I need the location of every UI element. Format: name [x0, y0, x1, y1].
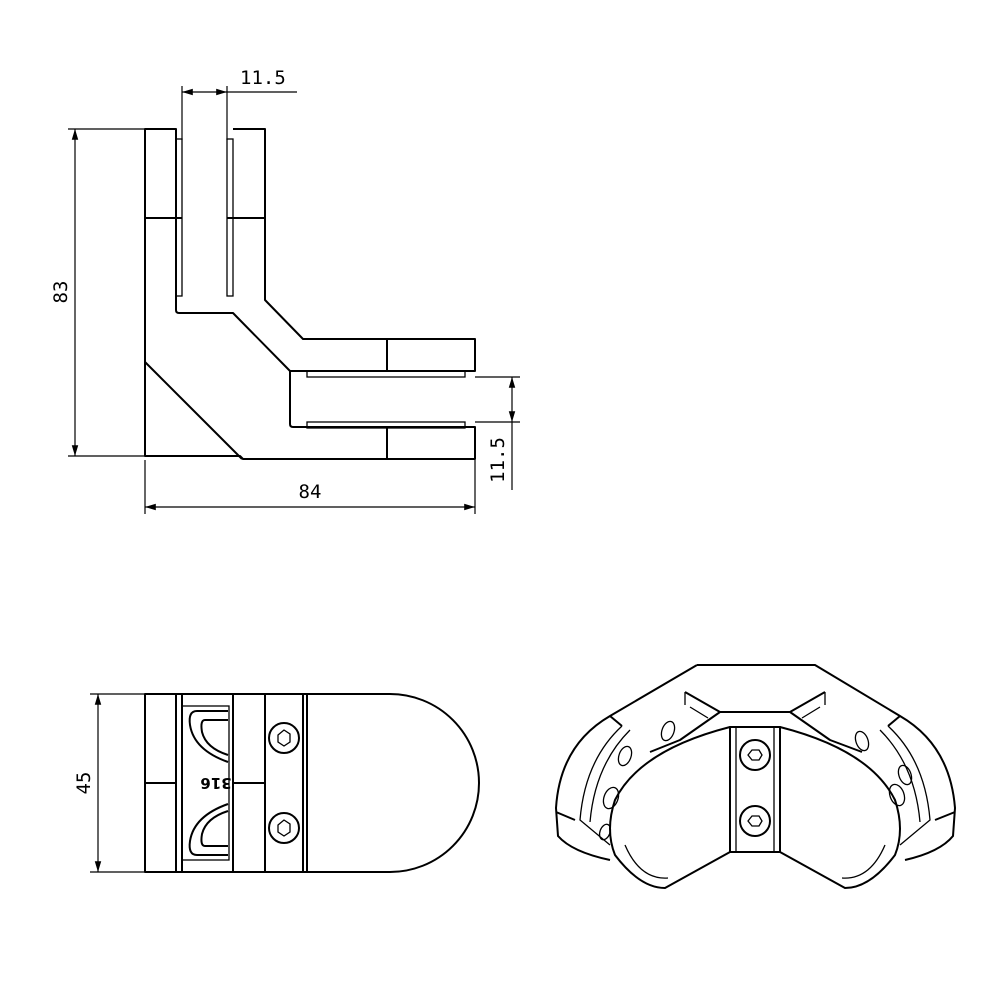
dimension-label: 45 — [73, 772, 95, 795]
dimension-label: 11.5 — [487, 437, 509, 483]
dimension-height: 83 — [50, 128, 145, 457]
isometric-view — [555, 664, 956, 889]
dimension-label: 11.5 — [240, 67, 286, 89]
dimension-label: 83 — [50, 281, 72, 304]
top-view: 316 — [144, 693, 480, 873]
screw-head-icon — [268, 722, 300, 754]
dimension-width: 84 — [144, 460, 476, 514]
screw-head-icon — [739, 739, 771, 771]
dimension-top-gap: 11.5 — [181, 67, 297, 140]
dimension-label: 84 — [299, 481, 322, 503]
front-view — [144, 128, 476, 460]
dimension-right-gap: 11.5 — [475, 376, 520, 490]
screw-head-icon — [739, 805, 771, 837]
material-mark: 316 — [200, 774, 231, 792]
dimension-depth: 45 — [73, 693, 145, 873]
screw-head-icon — [268, 812, 300, 844]
